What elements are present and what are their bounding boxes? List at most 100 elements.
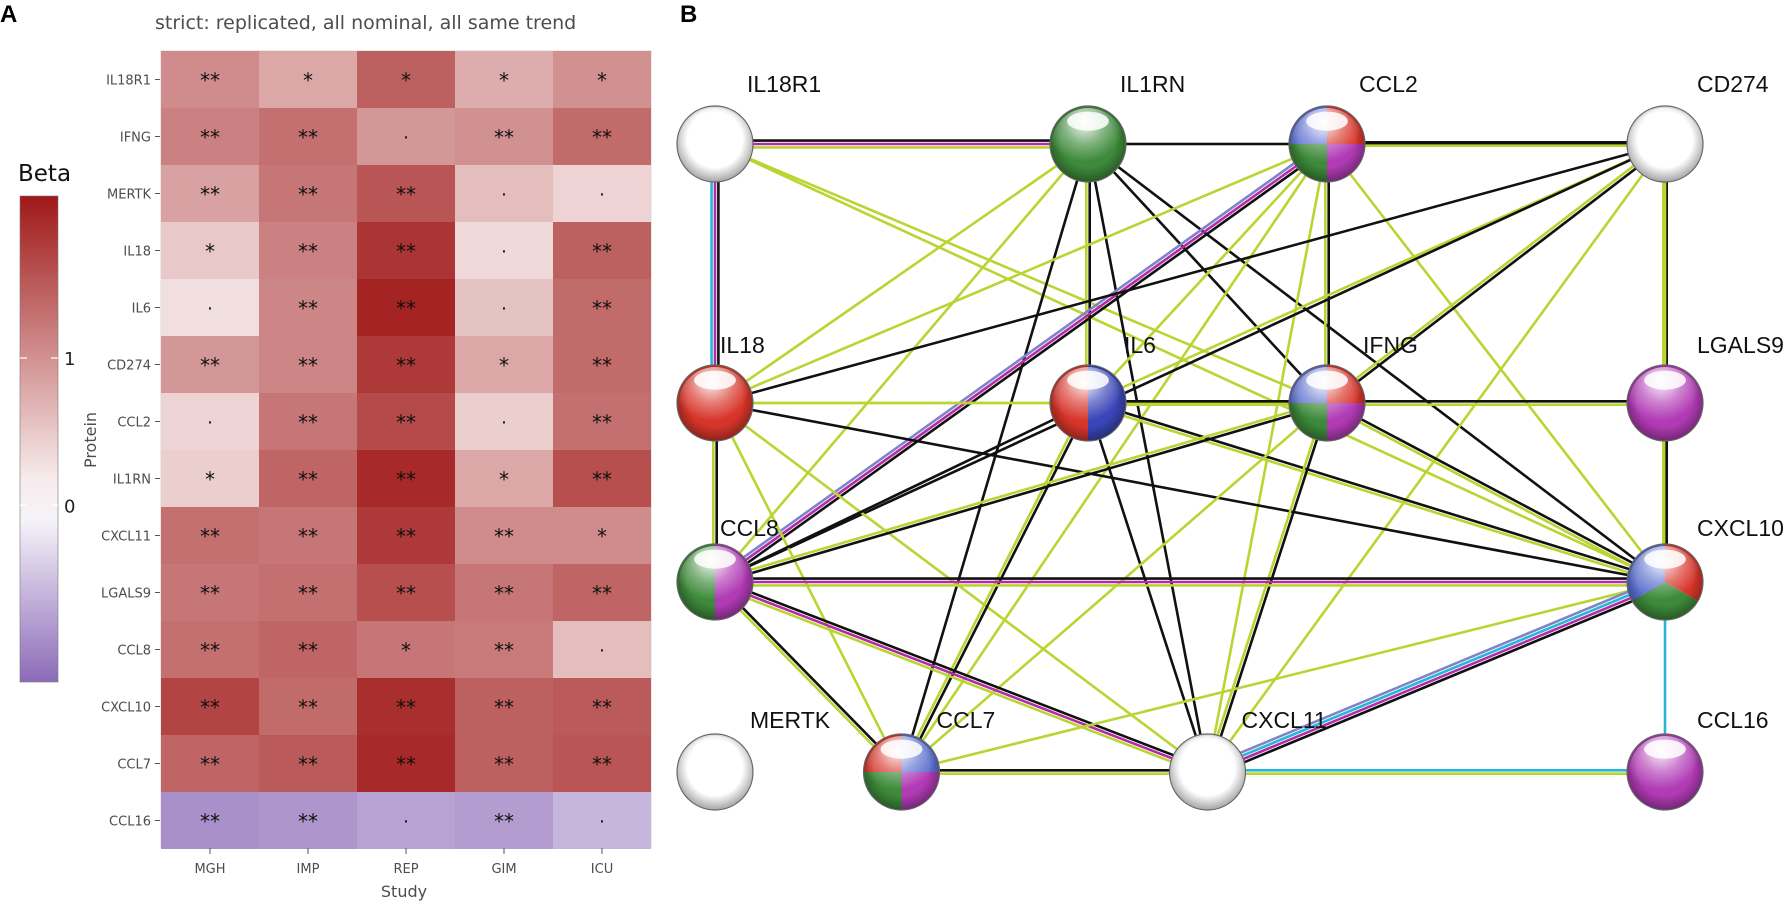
significance-label: **: [396, 183, 416, 207]
node-label: IL1RN: [1120, 71, 1185, 97]
significance-label: **: [396, 696, 416, 720]
significance-label: *: [205, 240, 215, 264]
significance-label: **: [592, 126, 612, 150]
network-node: IL1RN: [1049, 71, 1185, 183]
heatmap-cell: [259, 279, 357, 336]
panel-a-letter: A: [0, 1, 17, 28]
heatmap-cell: [455, 564, 553, 621]
heatmap-cell: [357, 393, 455, 450]
heatmap-cell: [259, 393, 357, 450]
significance-label: **: [200, 525, 220, 549]
significance-label: *: [401, 69, 411, 93]
network-node: CD274: [1626, 71, 1769, 183]
network-edge: [714, 401, 1209, 774]
y-tick-label: CD274: [107, 359, 151, 374]
network-edge: [714, 142, 1328, 405]
significance-label: .: [501, 408, 507, 429]
node-outline: [1626, 105, 1704, 183]
significance-label: .: [501, 180, 507, 201]
heatmap-cell: [357, 165, 455, 222]
heatmap-cell: [553, 393, 651, 450]
network-node: CCL7: [862, 707, 995, 811]
significance-label: **: [200, 753, 220, 777]
significance-label: **: [396, 753, 416, 777]
significance-label: **: [200, 183, 220, 207]
heatmap-cell: [259, 621, 357, 678]
significance-label: **: [200, 354, 220, 378]
node-highlight: [1306, 370, 1348, 390]
node-highlight: [694, 370, 736, 390]
significance-label: **: [494, 639, 514, 663]
significance-label: **: [298, 126, 318, 150]
node-label: IL18R1: [747, 71, 821, 97]
network-edge: [714, 401, 1089, 584]
heatmap-cell: [161, 735, 259, 792]
node-outline: [676, 733, 754, 811]
significance-label: **: [298, 525, 318, 549]
significance-label: *: [499, 468, 509, 492]
significance-label: **: [592, 354, 612, 378]
heatmap-cell: [455, 51, 553, 108]
network-node: LGALS9: [1626, 332, 1784, 442]
heatmap-cell: [259, 51, 357, 108]
heatmap-cell: [161, 564, 259, 621]
significance-label: **: [494, 582, 514, 606]
network-edge: [900, 143, 1329, 773]
network-edge: [714, 142, 1666, 405]
significance-label: **: [298, 753, 318, 777]
heatmap-cell: [161, 222, 259, 279]
heatmap-cell: [553, 108, 651, 165]
significance-label: .: [403, 807, 409, 828]
network-edge: [1087, 403, 1665, 585]
significance-label: **: [494, 753, 514, 777]
x-tick-label: ICU: [591, 862, 613, 877]
significance-label: **: [200, 639, 220, 663]
significance-label: .: [207, 294, 213, 315]
y-tick-label: CCL16: [109, 815, 151, 830]
heatmap-cell: [259, 222, 357, 279]
network-node: CCL8: [676, 515, 779, 621]
heatmap-cell: [259, 165, 357, 222]
node-highlight: [1644, 739, 1686, 759]
heatmap-cell: [553, 165, 651, 222]
significance-label: **: [200, 69, 220, 93]
node-highlight: [1644, 370, 1686, 390]
significance-label: **: [592, 411, 612, 435]
node-highlight: [694, 739, 736, 759]
network-edge: [714, 142, 1089, 405]
network-edge: [1204, 402, 1327, 772]
heatmap-cell: [553, 450, 651, 507]
heatmap-cell: [161, 507, 259, 564]
node-label: CXCL10: [1697, 515, 1784, 541]
significance-label: **: [298, 639, 318, 663]
heatmap-cell: [553, 621, 651, 678]
significance-label: **: [298, 696, 318, 720]
heatmap-cell: [357, 279, 455, 336]
heatmap-title: strict: replicated, all nominal, all sam…: [155, 12, 576, 34]
significance-label: **: [298, 411, 318, 435]
node-outline: [1288, 105, 1366, 183]
significance-label: **: [396, 525, 416, 549]
network-node: IL18R1: [676, 71, 821, 183]
network-edge: [1325, 143, 1667, 583]
y-tick-label: CXCL10: [101, 701, 151, 716]
heatmap-cell: [259, 564, 357, 621]
heatmap-cell: [357, 222, 455, 279]
network-edge: [1327, 144, 1667, 406]
node-outline: [1049, 105, 1127, 183]
network-node: IL18: [676, 332, 765, 442]
network-edge: [713, 583, 1207, 777]
significance-label: **: [298, 810, 318, 834]
significance-label: *: [303, 69, 313, 93]
heatmap-cell: [553, 51, 651, 108]
node-outline: [676, 543, 754, 621]
node-highlight: [1644, 111, 1686, 131]
heatmap-cell: [357, 678, 455, 735]
network-edge: [900, 143, 1090, 773]
heatmap-cell: [161, 678, 259, 735]
colorbar: [19, 195, 59, 683]
heatmap-cell: [259, 735, 357, 792]
heatmap-cell: [161, 51, 259, 108]
heatmap-cell: [455, 336, 553, 393]
significance-label: **: [396, 411, 416, 435]
